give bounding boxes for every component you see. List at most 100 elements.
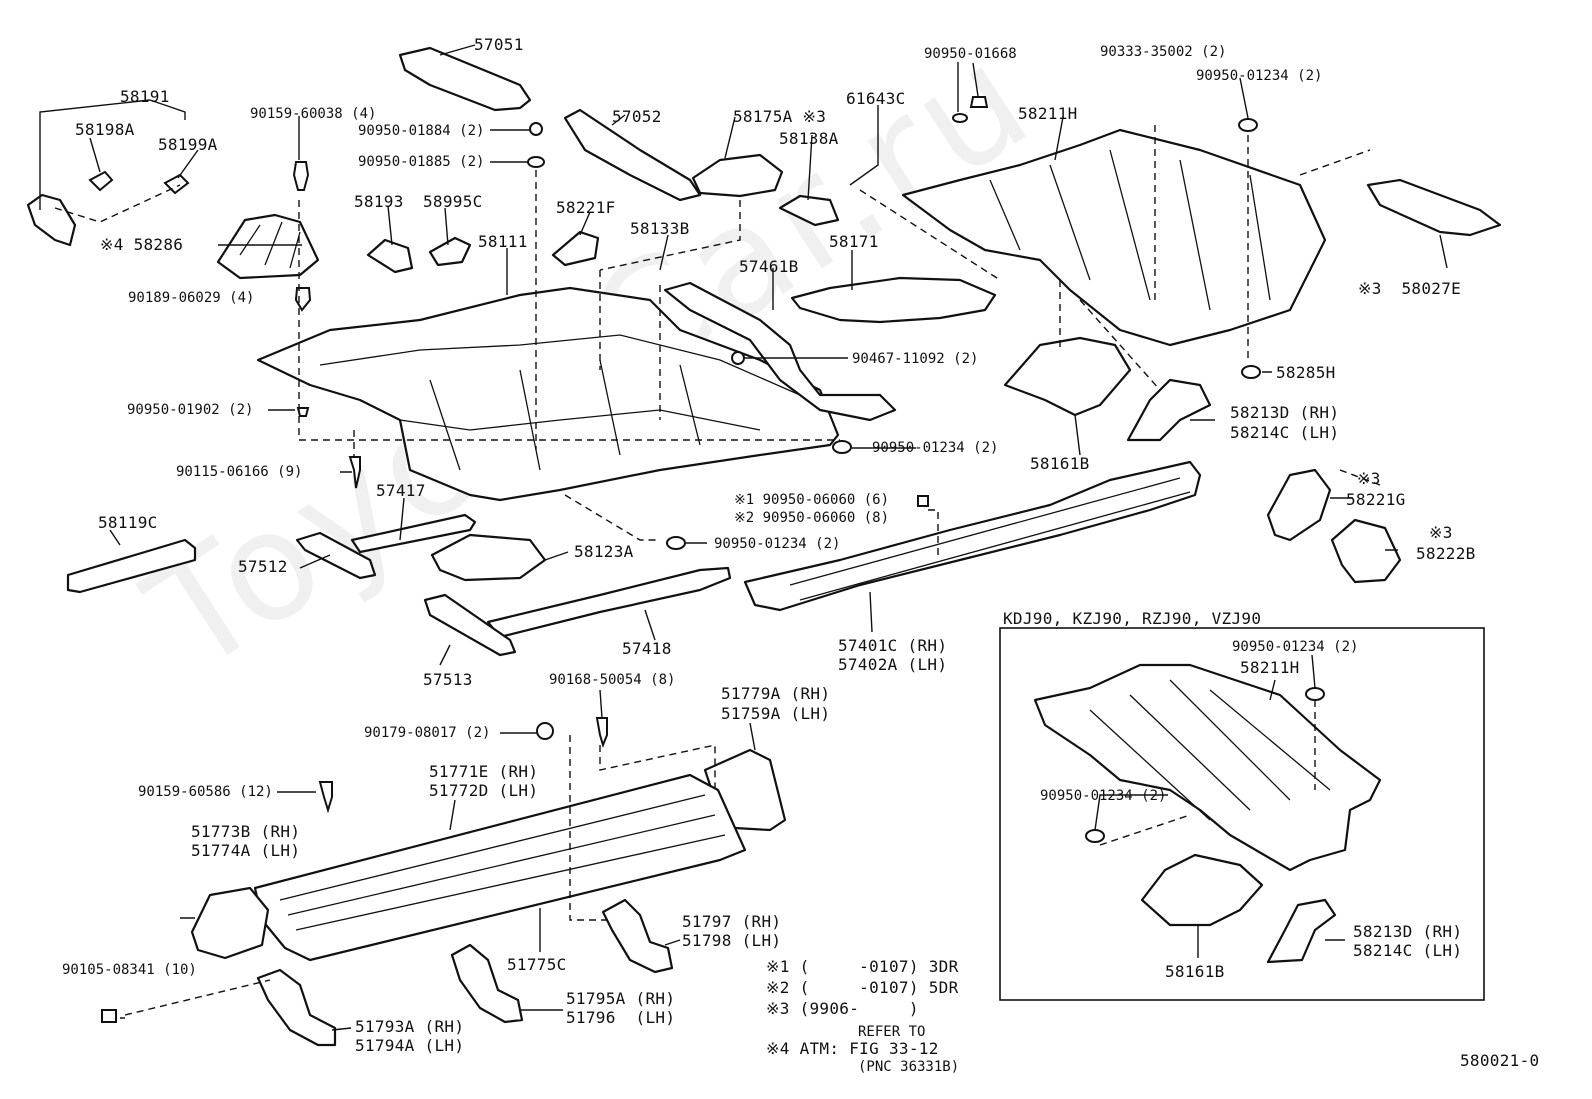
label-inset-58213d: 58213D (RH) — [1353, 922, 1463, 941]
label-58286: ※4 58286 — [100, 235, 184, 254]
label-90105-08341: 90105-08341 (10) — [62, 962, 197, 978]
part-58213d — [1126, 378, 1212, 442]
label-57418: 57418 — [622, 639, 672, 658]
fastener-90115-06166 — [348, 456, 361, 489]
label-58285h: 58285H — [1276, 363, 1336, 382]
part-51771e — [253, 773, 747, 962]
part-57418 — [486, 566, 732, 639]
note-4-refer: REFER TO — [858, 1024, 926, 1040]
fastener-90950-01234-mid — [832, 440, 852, 454]
label-58222b: 58222B — [1416, 544, 1476, 563]
label-57401c: 57401C (RH) — [838, 636, 948, 655]
label-90467-11092: 90467-11092 (2) — [852, 351, 979, 367]
part-58027e — [1366, 178, 1502, 237]
label-51798: 51798 (LH) — [682, 931, 782, 950]
label-58171: 58171 — [829, 232, 879, 251]
label-90115-06166: 90115-06166 (9) — [176, 464, 303, 480]
part-58138a — [778, 194, 840, 227]
label-90168-50054: 90168-50054 (8) — [549, 672, 676, 688]
label-58161b: 58161B — [1030, 454, 1090, 473]
label-inset-58161b: 58161B — [1165, 962, 1225, 981]
label-58198a: 58198A — [75, 120, 135, 139]
fastener-90950-01884 — [529, 122, 543, 136]
note-3: ※3 (9906- ) — [766, 999, 919, 1018]
label-58199a: 58199A — [158, 135, 218, 154]
part-57052 — [563, 108, 702, 202]
part-57513 — [423, 593, 517, 657]
label-58995c: 58995C — [423, 192, 483, 211]
fastener-90467-11092 — [731, 351, 745, 365]
part-57051 — [398, 46, 532, 112]
part-51773b — [190, 886, 270, 960]
inset-fastener-upper — [1305, 687, 1325, 701]
label-58211h: 58211H — [1018, 104, 1078, 123]
part-58191 — [26, 193, 77, 247]
label-51774a: 51774A (LH) — [191, 841, 301, 860]
label-90159-60038: 90159-60038 (4) — [250, 106, 377, 122]
label-51794a: 51794A (LH) — [355, 1036, 465, 1055]
clip-58199a — [163, 173, 190, 195]
label-57417: 57417 — [376, 481, 426, 500]
label-58138a: 58138A — [779, 129, 839, 148]
part-58221g — [1266, 468, 1332, 542]
label-90950-06060-5dr: ※2 90950-06060 (8) — [734, 510, 890, 526]
label-90950-01902: 90950-01902 (2) — [127, 402, 254, 418]
label-58221g-mark: ※3 — [1357, 469, 1381, 488]
label-90950-01885: 90950-01885 (2) — [358, 154, 485, 170]
label-90950-01234-top: 90950-01234 (2) — [1196, 68, 1323, 84]
label-90179-08017: 90179-08017 (2) — [364, 725, 491, 741]
part-58222b — [1330, 518, 1402, 584]
part-58123a — [430, 533, 547, 582]
label-58123a: 58123A — [574, 542, 634, 561]
label-58222b-mark: ※3 — [1429, 523, 1453, 542]
fastener-90950-01885 — [527, 156, 545, 168]
fastener-90950-01234-top — [1238, 118, 1258, 132]
fastener-90159-60038 — [292, 161, 310, 191]
label-inset-90950-01234-b: 90950-01234 (2) — [1040, 788, 1167, 804]
label-90950-06060-3dr: ※1 90950-06060 (6) — [734, 492, 890, 508]
label-57512: 57512 — [238, 557, 288, 576]
label-51771e: 51771E (RH) — [429, 762, 539, 781]
label-90950-01234-mid: 90950-01234 (2) — [872, 440, 999, 456]
fastener-90950-01902 — [296, 407, 310, 417]
label-51795a: 51795A (RH) — [566, 989, 676, 1008]
fastener-90159-60586 — [318, 781, 333, 814]
label-90159-60586: 90159-60586 (12) — [138, 784, 273, 800]
label-51759a: 51759A (LH) — [721, 704, 831, 723]
part-58171 — [790, 276, 997, 324]
note-4-pnc: (PNC 36331B) — [858, 1059, 960, 1075]
label-57402a: 57402A (LH) — [838, 655, 948, 674]
label-51779a: 51779A (RH) — [721, 684, 831, 703]
label-57461b: 57461B — [739, 257, 799, 276]
fastener-90333-35002 — [952, 113, 968, 123]
part-57512 — [295, 531, 377, 580]
label-58191: 58191 — [120, 87, 170, 106]
label-58214c: 58214C (LH) — [1230, 423, 1340, 442]
fastener-90168-50054 — [595, 717, 608, 749]
part-57417 — [350, 513, 477, 554]
part-58221f — [551, 230, 600, 267]
note-4: ※4 ATM: FIG 33-12 — [766, 1039, 939, 1058]
label-58027e: ※3 58027E — [1358, 279, 1462, 298]
label-51775c: 51775C — [507, 955, 567, 974]
label-inset-90950-01234-a: 90950-01234 (2) — [1232, 639, 1359, 655]
label-58221g: 58221G — [1346, 490, 1406, 509]
fastener-90950-06060 — [917, 495, 929, 507]
label-inset-58214c: 58214C (LH) — [1353, 941, 1463, 960]
label-90189-06029: 90189-06029 (4) — [128, 290, 255, 306]
part-57401c — [743, 460, 1202, 612]
inset-title: KDJ90, KZJ90, RZJ90, VZJ90 — [1003, 609, 1262, 628]
label-58193: 58193 — [354, 192, 404, 211]
part-58119c — [66, 538, 197, 594]
part-58161b — [1003, 336, 1132, 417]
label-51793a: 51793A (RH) — [355, 1017, 465, 1036]
fastener-58285h — [1241, 365, 1261, 379]
label-51797: 51797 (RH) — [682, 912, 782, 931]
label-57052: 57052 — [612, 107, 662, 126]
label-58213d: 58213D (RH) — [1230, 403, 1340, 422]
label-57513: 57513 — [423, 670, 473, 689]
note-2: ※2 ( -0107) 5DR — [766, 978, 959, 997]
note-1: ※1 ( -0107) 3DR — [766, 957, 959, 976]
